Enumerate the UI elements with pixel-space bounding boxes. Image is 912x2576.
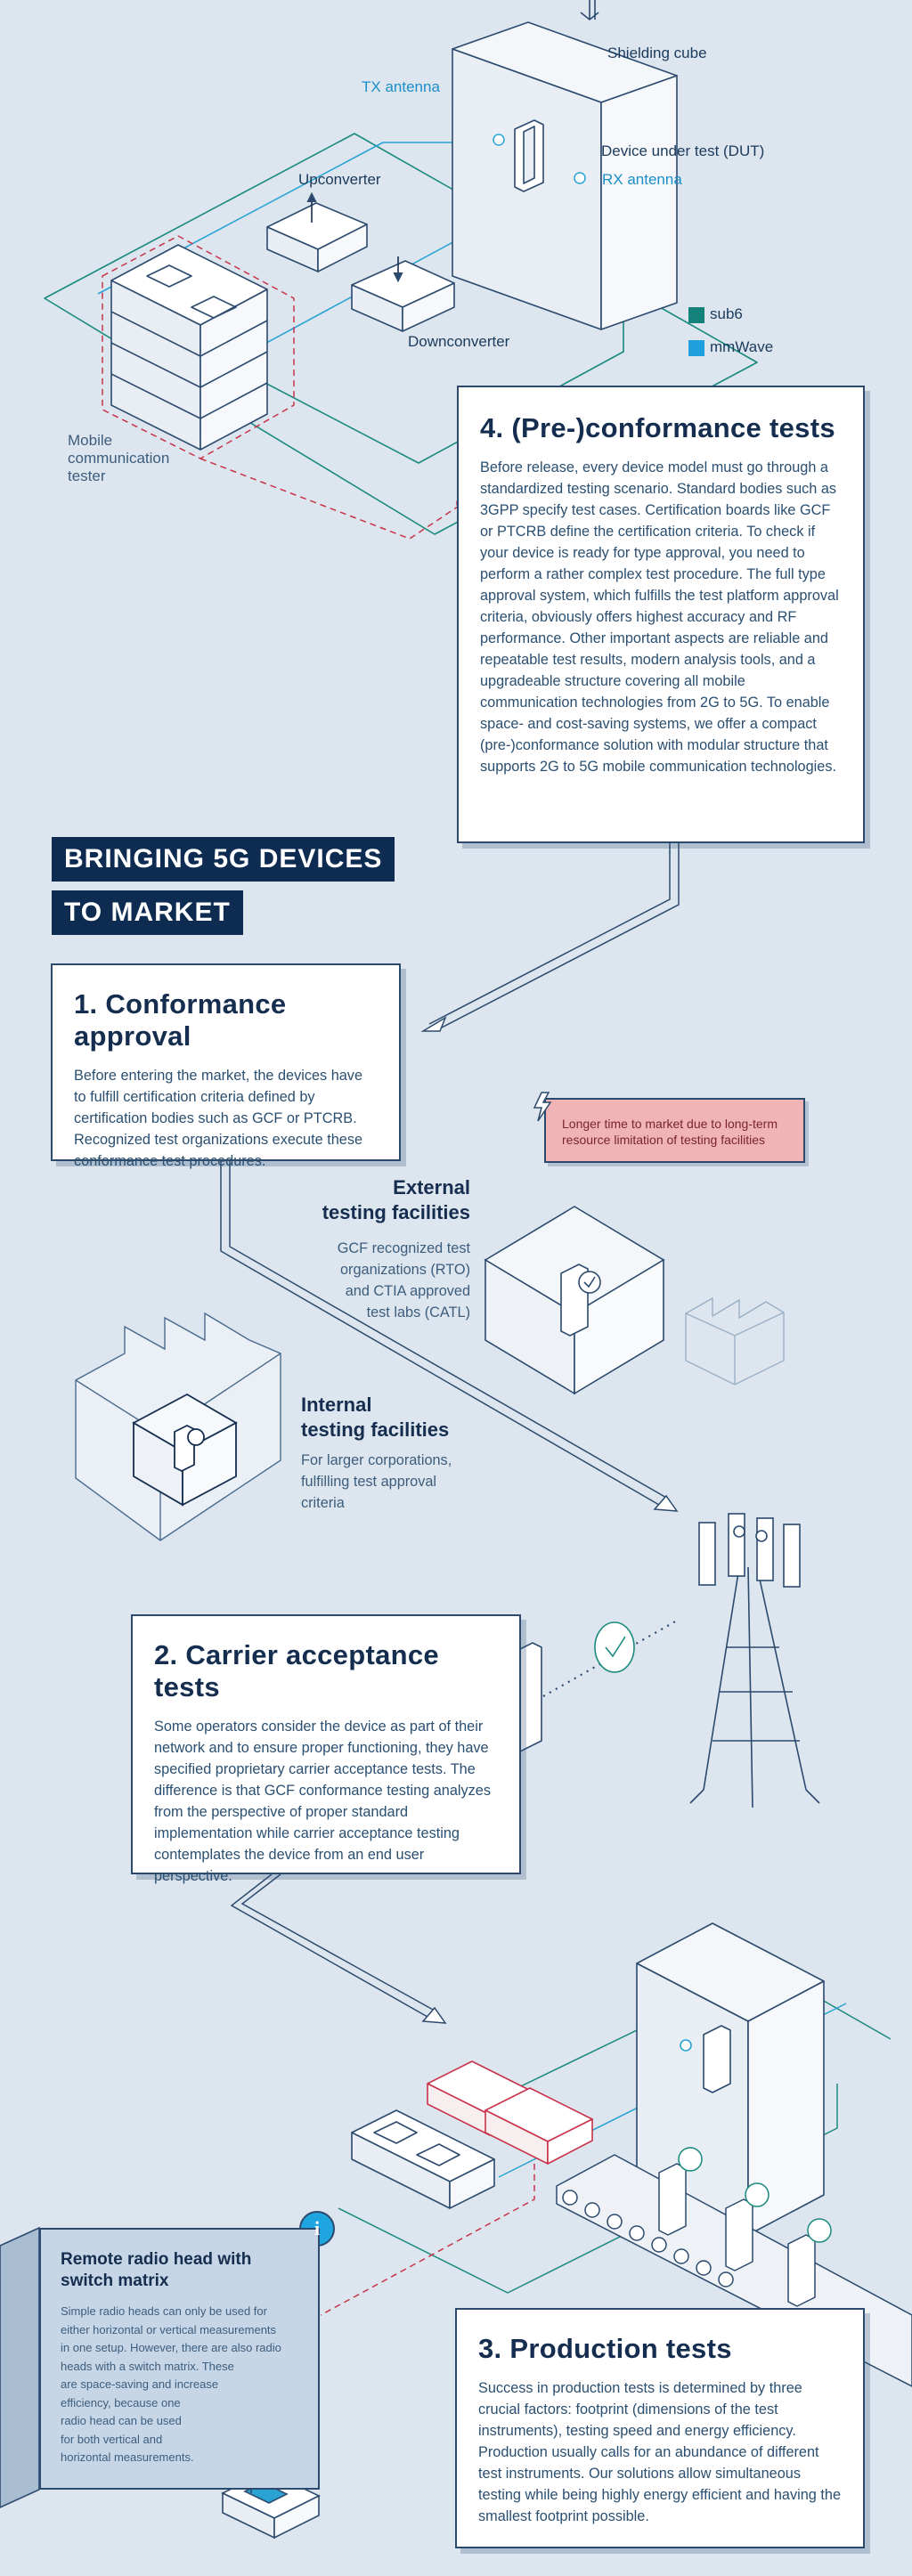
connector-arrow	[230, 1873, 447, 2024]
tester-label: Mobile communication tester	[68, 432, 170, 484]
connector-arrow	[220, 1161, 679, 1512]
production-converters	[427, 2060, 593, 2165]
production-shielding-cube	[636, 1922, 825, 2236]
upconverter-label: Upconverter	[298, 171, 381, 188]
rrh-text: Simple radio heads can only be used for …	[61, 2304, 281, 2464]
production-setup-diagram	[320, 1922, 912, 2387]
external-factory-outline	[685, 1296, 785, 1386]
carrier-acceptance-card: 2. Carrier acceptance tests Some operato…	[131, 1614, 521, 1884]
legend-sub6-swatch	[688, 307, 704, 323]
internal-facilities-text: For larger corporations, fulfilling test…	[301, 1452, 452, 1511]
internal-test-lab-cube	[132, 1393, 238, 1507]
lightning-icon	[533, 1092, 552, 1122]
conformance-approval-text: Before entering the market, the devices …	[74, 1068, 363, 1169]
production-tests-text: Success in production tests is determine…	[478, 2380, 842, 2524]
rrh-panel-side	[0, 2226, 40, 2508]
conformance-approval-title: 1. Conformance approval	[74, 988, 287, 1052]
signal-link	[505, 1620, 678, 1755]
legend-sub6-label: sub6	[710, 305, 743, 322]
rrh-title: Remote radio head with switch matrix	[61, 2250, 252, 2290]
headline-line-1: BRINGING 5G DEVICES	[52, 837, 395, 882]
rx-antenna-label: RX antenna	[602, 171, 682, 188]
dut-label: Device under test (DUT)	[601, 142, 765, 159]
external-facilities-text: GCF recognized test organizations (RTO) …	[337, 1240, 470, 1321]
info-icon[interactable]: i	[314, 2217, 321, 2239]
warning-text: Longer time to market due to long-term r…	[562, 1117, 778, 1147]
external-test-lab-cube	[484, 1206, 665, 1395]
downconverter-label: Downconverter	[408, 333, 510, 350]
carrier-acceptance-text: Some operators consider the device as pa…	[154, 1719, 491, 1884]
production-tester	[351, 2109, 495, 2209]
mobile-communication-tester	[110, 244, 268, 451]
carrier-acceptance-title: 2. Carrier acceptance tests	[154, 1639, 439, 1702]
conformance-approval-card: 1. Conformance approval Before entering …	[51, 963, 401, 1169]
production-tests-title: 3. Production tests	[478, 2333, 732, 2364]
cell-tower	[689, 1513, 820, 1808]
dut-device	[514, 119, 544, 192]
connector-arrow	[420, 843, 680, 1032]
preconformance-text: Before release, every device model must …	[480, 459, 839, 775]
production-tests-card: 3. Production tests Success in productio…	[455, 2308, 865, 2548]
downconverter	[351, 256, 455, 332]
legend-mmwave-label: mmWave	[710, 338, 774, 355]
legend-mmwave-swatch	[688, 340, 704, 356]
internal-facilities-title: Internal testing facilities	[301, 1394, 450, 1441]
preconformance-card: 4. (Pre-)conformance tests Before releas…	[457, 386, 865, 843]
headline-line-2: TO MARKET	[52, 890, 243, 935]
external-facilities-title: External testing facilities	[322, 1176, 470, 1223]
upconverter	[266, 191, 368, 272]
top-test-setup-diagram	[44, 0, 758, 540]
warning-note: Longer time to market due to long-term r…	[544, 1098, 805, 1163]
shielding-cube-label: Shielding cube	[607, 45, 707, 61]
tx-antenna-label: TX antenna	[362, 78, 440, 95]
rrh-info-panel: Remote radio head with switch matrix Sim…	[39, 2228, 320, 2490]
preconformance-title: 4. (Pre-)conformance tests	[480, 412, 835, 443]
